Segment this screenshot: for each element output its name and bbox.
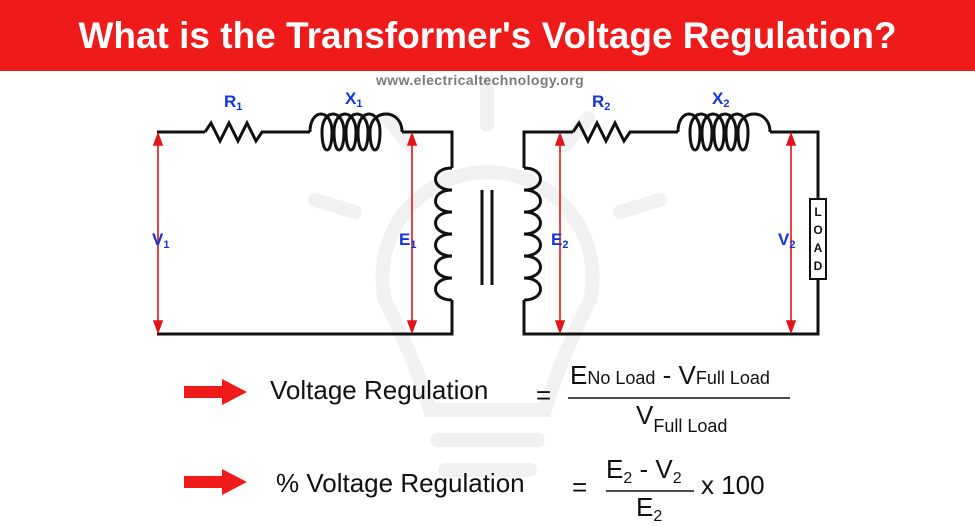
formula2-label: % Voltage Regulation: [276, 468, 525, 498]
primary-winding: [434, 166, 453, 302]
title-banner: [0, 0, 975, 71]
load-letter: O: [813, 223, 823, 237]
load-letter: L: [814, 205, 822, 219]
label-r1: R1: [224, 92, 243, 113]
label-x1: X1: [345, 89, 363, 110]
formula2-numerator: E2 - V2: [606, 454, 682, 487]
label-x2: X2: [712, 89, 730, 110]
formula1-denominator: VFull Load: [636, 400, 728, 436]
bullet-arrow-1: [184, 379, 247, 405]
load-letter: D: [813, 259, 823, 273]
resistor-r2: [571, 119, 678, 145]
formula1-equals: =: [536, 380, 552, 410]
label-e2: E2: [551, 230, 569, 251]
formula1-label: Voltage Regulation: [270, 375, 489, 405]
page-title: What is the Transformer's Voltage Regula…: [78, 15, 897, 56]
label-r2: R2: [592, 92, 611, 113]
label-v1: V1: [152, 230, 170, 251]
label-v2: V2: [778, 230, 796, 251]
formula1-numerator: ENo Load - VFull Load: [570, 360, 770, 390]
lightbulb-watermark: [308, 75, 667, 477]
formula2-multiplier: x 100: [701, 470, 765, 500]
secondary-winding: [523, 166, 542, 302]
site-url: www.electricaltechnology.org: [376, 72, 585, 88]
load-box: L O A D: [809, 198, 827, 280]
bullet-arrow-2: [184, 469, 247, 495]
secondary-load-bottom-wire: [522, 280, 820, 336]
resistor-r1: [203, 119, 310, 145]
inductor-x1: [308, 112, 404, 152]
secondary-right-wire: [770, 130, 820, 198]
primary-right-wire: [402, 130, 454, 168]
bullet-arrows: [184, 379, 247, 495]
load-letter: A: [813, 241, 823, 255]
secondary-left-wire: [522, 130, 573, 168]
formula2-equals: =: [572, 472, 588, 502]
label-e1: E1: [399, 230, 417, 251]
inductor-x2: [676, 112, 772, 152]
formula2-denominator: E2: [636, 492, 663, 525]
primary-bottom-wire: [157, 300, 454, 336]
